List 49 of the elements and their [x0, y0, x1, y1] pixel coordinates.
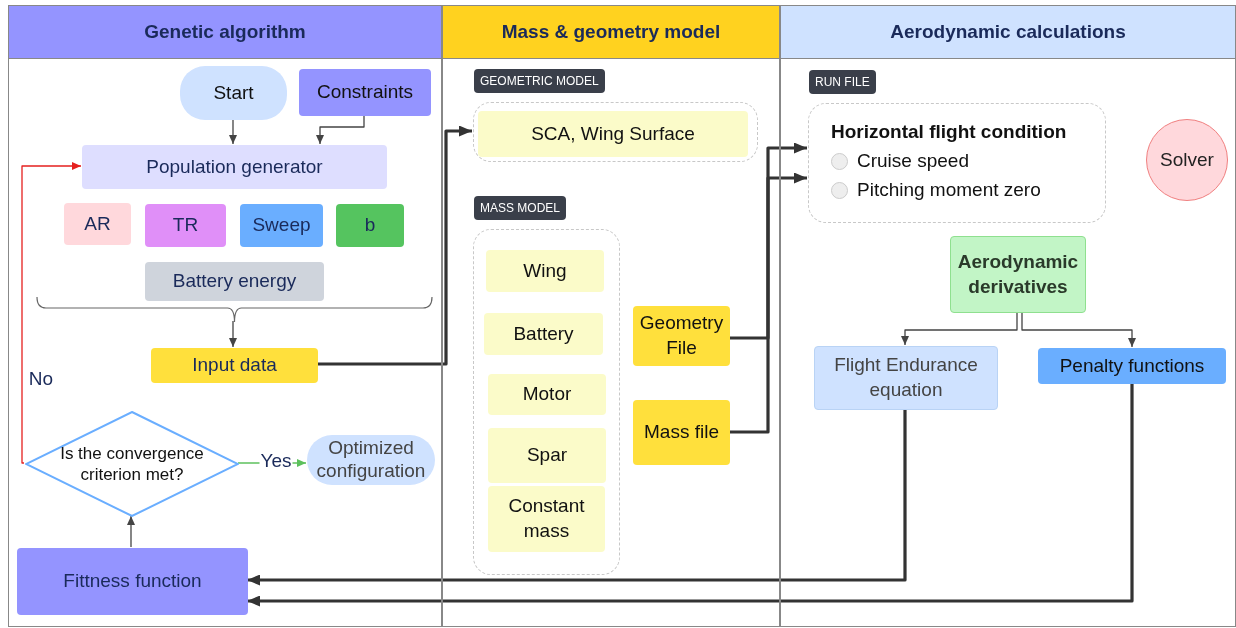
bracket [36, 296, 433, 322]
arrow [21, 162, 82, 464]
parameter-box: AR [64, 203, 131, 245]
section-tag: MASS MODEL [474, 196, 566, 221]
arrow [229, 320, 237, 348]
arrow [247, 409, 907, 586]
arrow [316, 114, 365, 145]
model-box: SCA, Wing Surface [478, 111, 748, 157]
process-box: Aerodynamic derivatives [950, 236, 1086, 313]
model-box: Spar [488, 428, 606, 483]
arrow [901, 311, 1018, 346]
file-box: Mass file [633, 400, 730, 465]
swimlane [780, 5, 1236, 627]
lane-title: Mass & geometry model [443, 6, 779, 59]
list-item: Cruise speed [857, 148, 969, 173]
equation-box: Flight Endurance equation [814, 346, 998, 410]
arrow [127, 515, 135, 548]
model-box: Battery [484, 313, 603, 355]
model-box: Constant mass [488, 486, 605, 552]
section-tag: GEOMETRIC MODEL [474, 69, 605, 94]
data-box: Input data [151, 348, 318, 383]
arrow [247, 383, 1134, 607]
condition-heading: Horizontal flight condition [831, 120, 1068, 144]
start-terminal: Start [180, 66, 287, 120]
file-box: Geometry File [633, 306, 730, 366]
model-box: Wing [486, 250, 604, 292]
input-box: Constraints [299, 69, 431, 116]
swimlane [442, 5, 780, 627]
lane-title: Aerodynamic calculations [781, 6, 1235, 59]
parameter-box: TR [145, 204, 226, 247]
parameter-box: b [336, 204, 404, 247]
decision-diamond: Is the convergence criterion met? [25, 411, 239, 517]
model-box: Motor [488, 374, 606, 415]
solver-circle: Solver [1146, 119, 1228, 201]
arrow [729, 142, 807, 340]
arrow [729, 172, 807, 434]
end-terminal: Optimized configuration [307, 435, 435, 485]
arrow [229, 118, 237, 145]
parameter-box: Sweep [240, 204, 323, 247]
swimlane [8, 5, 442, 627]
arrow [317, 125, 472, 366]
process-box: Fittness function [17, 548, 248, 615]
list-item: Pitching moment zero [857, 178, 1041, 203]
parameter-box: Battery energy [145, 262, 324, 301]
process-box: Penalty functions [1038, 348, 1226, 384]
process-box: Population generator [82, 145, 387, 189]
section-tag: RUN FILE [809, 70, 876, 95]
lane-title: Genetic algorithm [9, 6, 441, 59]
arrow [1021, 311, 1136, 348]
